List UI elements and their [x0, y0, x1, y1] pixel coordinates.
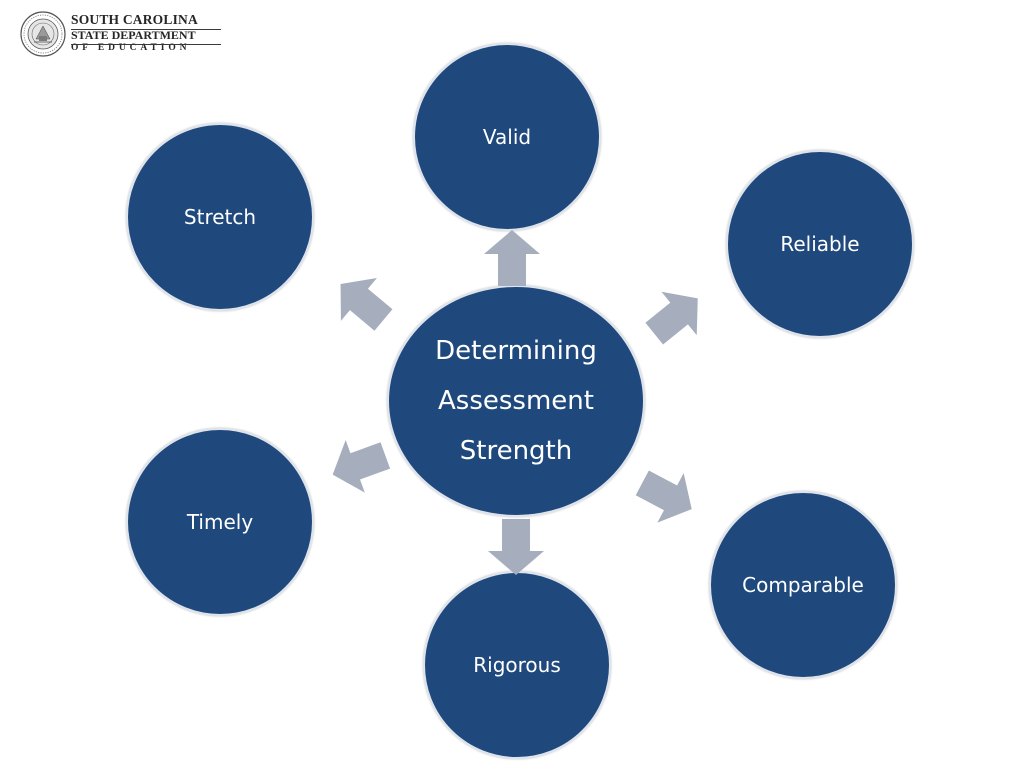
logo-line-2: STATE DEPARTMENT [71, 27, 196, 42]
sc-department-of-education-logo: SOUTH CAROLINA STATE DEPARTMENT OF EDUCA… [20, 11, 221, 57]
node-label: Timely [186, 510, 254, 534]
arrow-to-valid [480, 226, 544, 290]
logo-divider [71, 44, 221, 45]
node-label: Reliable [780, 232, 860, 256]
node-valid: Valid [413, 43, 601, 231]
node-label: Valid [482, 125, 532, 149]
node-label: Stretch [183, 205, 257, 229]
center-label-line-3: Strength [459, 436, 573, 466]
node-reliable: Reliable [726, 150, 914, 338]
arrow-to-comparable [624, 453, 711, 540]
center-node: Determining Assessment Strength [387, 285, 645, 517]
center-label-line-2: Assessment [438, 386, 594, 416]
arrow-to-timely [318, 424, 400, 506]
node-stretch: Stretch [126, 123, 314, 311]
node-label: Comparable [742, 573, 864, 597]
arrow-to-rigorous [484, 515, 548, 579]
arrow-to-stretch [317, 257, 407, 347]
node-label: Rigorous [473, 653, 561, 677]
logo-line-1: SOUTH CAROLINA [71, 12, 198, 27]
node-timely: Timely [126, 428, 314, 616]
node-comparable: Comparable [709, 491, 897, 679]
node-rigorous: Rigorous [423, 571, 611, 759]
logo-divider [71, 29, 221, 30]
center-label-line-1: Determining [435, 336, 597, 366]
logo-line-3: OF EDUCATION [71, 42, 191, 53]
state-seal-icon [20, 11, 66, 57]
arrow-to-reliable [631, 271, 721, 361]
